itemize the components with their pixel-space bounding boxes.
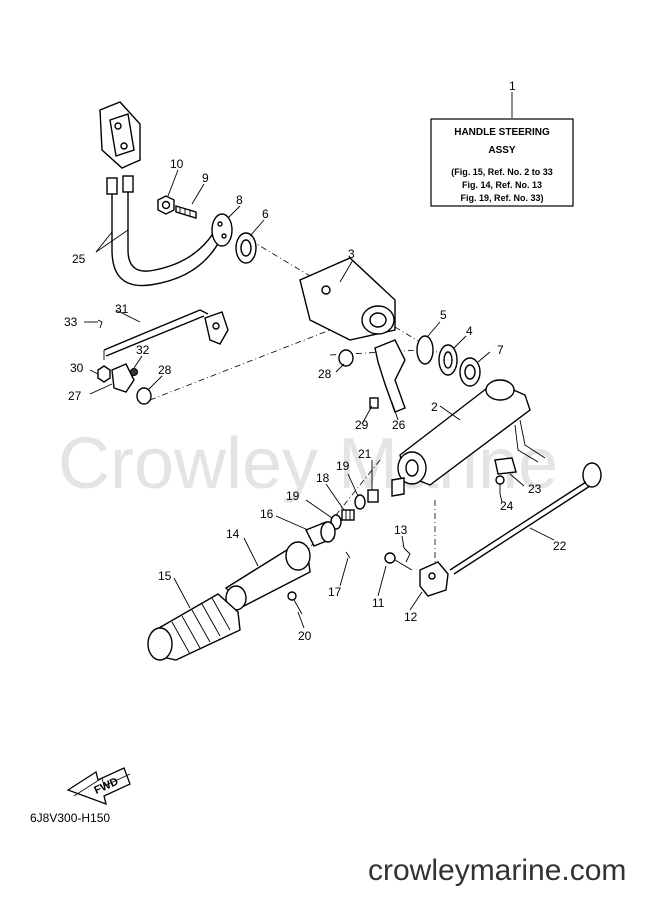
callout-24: 24: [500, 499, 514, 513]
center-lines: [149, 239, 451, 590]
collar-7: [459, 357, 481, 387]
pin-29: [369, 397, 379, 409]
disc-8: [211, 213, 233, 247]
callout-labels: 1 2 3 4 5 6 7 8 9 10 11 12 13 14 15 16 1…: [64, 79, 567, 643]
callout-21: 21: [358, 447, 372, 461]
callout-25: 25: [72, 252, 86, 266]
grip-15: [147, 593, 241, 661]
cable-25: [106, 175, 221, 287]
ring-5: [416, 335, 434, 365]
leader-lines: [84, 92, 555, 629]
callout-20: 20: [298, 629, 312, 643]
assy-line-5: Fig. 19, Ref. No. 33): [460, 193, 543, 203]
collar-6: [235, 232, 257, 264]
cable-22: [449, 462, 602, 575]
callout-18: 18: [316, 471, 330, 485]
callout-2: 2: [431, 400, 438, 414]
assy-line-1: HANDLE STEERING: [454, 127, 550, 138]
callout-10: 10: [170, 157, 184, 171]
washer-19-upper: [354, 494, 366, 510]
assy-line-2: ASSY: [488, 145, 516, 156]
block-12: [419, 561, 449, 597]
nut-30: [97, 365, 111, 383]
callout-19-b: 19: [286, 489, 300, 503]
callout-4: 4: [466, 324, 473, 338]
callout-29: 29: [355, 418, 369, 432]
screw-24: [495, 475, 505, 494]
callout-17: 17: [328, 585, 342, 599]
arm-27: [111, 363, 135, 393]
nut-32: [130, 368, 138, 376]
spring-18: [341, 509, 355, 521]
site-url[interactable]: crowleymarine.com: [368, 854, 626, 887]
assy-line-3: (Fig. 15, Ref. No. 2 to 33: [451, 167, 553, 177]
collar-28-upper: [338, 349, 354, 367]
callout-5: 5: [440, 308, 447, 322]
callout-6: 6: [262, 207, 269, 221]
callout-13: 13: [394, 523, 408, 537]
nut-21: [367, 489, 379, 503]
callout-19-a: 19: [336, 459, 350, 473]
throttle-shaft-14: [224, 541, 311, 611]
assembly-box: HANDLE STEERING ASSY (Fig. 15, Ref. No. …: [430, 118, 574, 207]
callout-22: 22: [553, 539, 567, 553]
bolt-9: [175, 205, 197, 219]
rod-bracket: [204, 311, 229, 345]
collar-16: [305, 521, 336, 547]
clip-13: [403, 547, 411, 563]
callout-8: 8: [236, 193, 243, 207]
diagram-code: 6J8V300-H150: [30, 811, 110, 825]
callout-32: 32: [136, 343, 150, 357]
callout-26: 26: [392, 418, 406, 432]
callout-3: 3: [348, 247, 355, 261]
pin-17: [345, 551, 351, 559]
rod-31: [103, 309, 209, 360]
callout-28-a: 28: [158, 363, 172, 377]
link-11: [384, 552, 413, 571]
fwd-arrow-icon: FWD: [66, 767, 131, 806]
screw-20: [287, 591, 303, 615]
callout-28-b: 28: [318, 367, 332, 381]
tiller-arm-2: [391, 379, 546, 497]
callout-33: 33: [64, 315, 78, 329]
assy-line-4: Fig. 14, Ref. No. 13: [462, 180, 542, 190]
callout-1: 1: [509, 79, 516, 93]
callout-31: 31: [115, 302, 129, 316]
bracket-3: [299, 257, 396, 341]
callout-11: 11: [372, 596, 385, 610]
washer-4: [438, 344, 458, 376]
clip-33: [97, 319, 103, 329]
lever-26: [374, 339, 406, 413]
callout-9: 9: [202, 171, 209, 185]
bracket-23: [494, 457, 517, 475]
nut-10: [157, 195, 175, 215]
callout-15: 15: [158, 569, 172, 583]
collar-28-lower: [136, 387, 152, 405]
callout-7: 7: [497, 343, 504, 357]
callout-14: 14: [226, 527, 240, 541]
callout-16: 16: [260, 507, 274, 521]
cable-bracket: [99, 101, 141, 169]
callout-30: 30: [70, 361, 84, 375]
callout-23: 23: [528, 482, 542, 496]
callout-12: 12: [404, 610, 418, 624]
callout-27: 27: [68, 389, 82, 403]
